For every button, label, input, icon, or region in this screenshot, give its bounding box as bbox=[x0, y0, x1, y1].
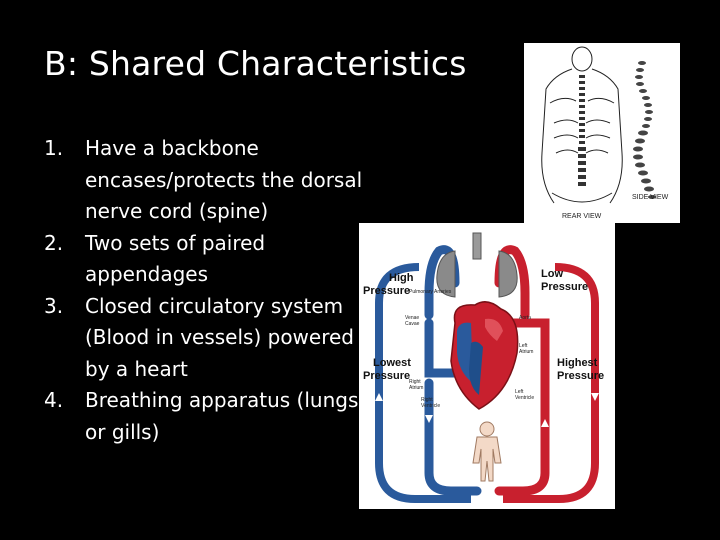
low-pressure-label-2: Pressure bbox=[541, 281, 588, 293]
circulatory-diagram: High Pressure Low Pressure Lowest Pressu… bbox=[359, 223, 615, 509]
right-ventricle-label-2: Ventricle bbox=[421, 403, 440, 409]
side-vertebrae bbox=[633, 61, 656, 199]
right-ventricle-label: Right bbox=[421, 397, 433, 403]
circulation-drawing: High Pressure Low Pressure Lowest Pressu… bbox=[363, 232, 604, 503]
venae-cavae-label-2: Cavae bbox=[405, 321, 420, 327]
highest-pressure-label-2: Pressure bbox=[557, 370, 604, 382]
item-text: Closed circulatory system (Blood in vess… bbox=[85, 293, 354, 381]
list-item: 3. Closed circulatory system (Blood in v… bbox=[44, 291, 364, 386]
torso-outline bbox=[541, 68, 623, 204]
right-atrium-label-2: Atrium bbox=[409, 385, 423, 391]
high-pressure-label-2: Pressure bbox=[363, 285, 410, 297]
rib-line bbox=[555, 149, 609, 154]
spine-drawing: SIDE VIEW REAR VIEW bbox=[541, 46, 669, 220]
outer-artery-loop bbox=[503, 263, 599, 503]
highest-pressure-label: Highest bbox=[557, 357, 598, 369]
rib-line bbox=[553, 119, 611, 124]
low-pressure-label: Low bbox=[541, 268, 563, 280]
human-figure bbox=[472, 421, 502, 482]
list-item: 4. Breathing apparatus (lungs or gills) bbox=[44, 385, 364, 448]
rear-view-label: REAR VIEW bbox=[562, 213, 602, 220]
right-atrium-label: Right bbox=[409, 379, 421, 385]
item-text: Two sets of paired appendages bbox=[85, 230, 266, 287]
left-atrium-label: Left bbox=[519, 343, 528, 349]
high-pressure-label: High bbox=[389, 272, 414, 284]
list-item: 2. Two sets of paired appendages bbox=[44, 228, 364, 291]
item-text: Have a backbone encases/protects the dor… bbox=[85, 136, 363, 223]
rib-line bbox=[553, 134, 611, 139]
lungs bbox=[436, 232, 518, 298]
list-item: 1. Have a backbone encases/protects the … bbox=[44, 133, 364, 228]
item-text: Breathing apparatus (lungs or gills) bbox=[85, 388, 359, 444]
item-number: 4. bbox=[44, 388, 64, 412]
left-ventricle-label: Left bbox=[515, 389, 524, 395]
rear-vertebrae bbox=[578, 75, 586, 186]
heart bbox=[450, 301, 519, 410]
outer-vein-loop bbox=[375, 263, 471, 503]
aorta-label: Aorta bbox=[519, 315, 531, 321]
venae-cavae-vessel bbox=[424, 318, 464, 378]
slide-title: B: Shared Characteristics bbox=[44, 44, 467, 83]
left-ventricle-label-2: Ventricle bbox=[515, 395, 534, 401]
aorta-vessel bbox=[494, 318, 550, 496]
systemic-vein-vessel bbox=[424, 378, 482, 496]
shoulder-blade bbox=[549, 97, 615, 104]
head-outline bbox=[571, 46, 593, 72]
side-view-label: SIDE VIEW bbox=[632, 194, 669, 201]
characteristics-list: 1. Have a backbone encases/protects the … bbox=[44, 133, 364, 448]
item-number: 3. bbox=[44, 293, 64, 318]
spine-illustration: SIDE VIEW REAR VIEW bbox=[524, 43, 680, 223]
item-number: 1. bbox=[44, 136, 64, 160]
venae-cavae-label: Venae bbox=[405, 315, 419, 321]
lowest-pressure-label: Lowest bbox=[373, 357, 411, 369]
pelvis-outline bbox=[551, 192, 613, 203]
pulmonary-arteries-label: Pulmonary Arteries bbox=[409, 289, 452, 295]
flow-arrows bbox=[375, 393, 599, 427]
item-number: 2. bbox=[44, 230, 64, 255]
left-atrium-label-2: Atrium bbox=[519, 349, 533, 355]
lowest-pressure-label-2: Pressure bbox=[363, 370, 410, 382]
